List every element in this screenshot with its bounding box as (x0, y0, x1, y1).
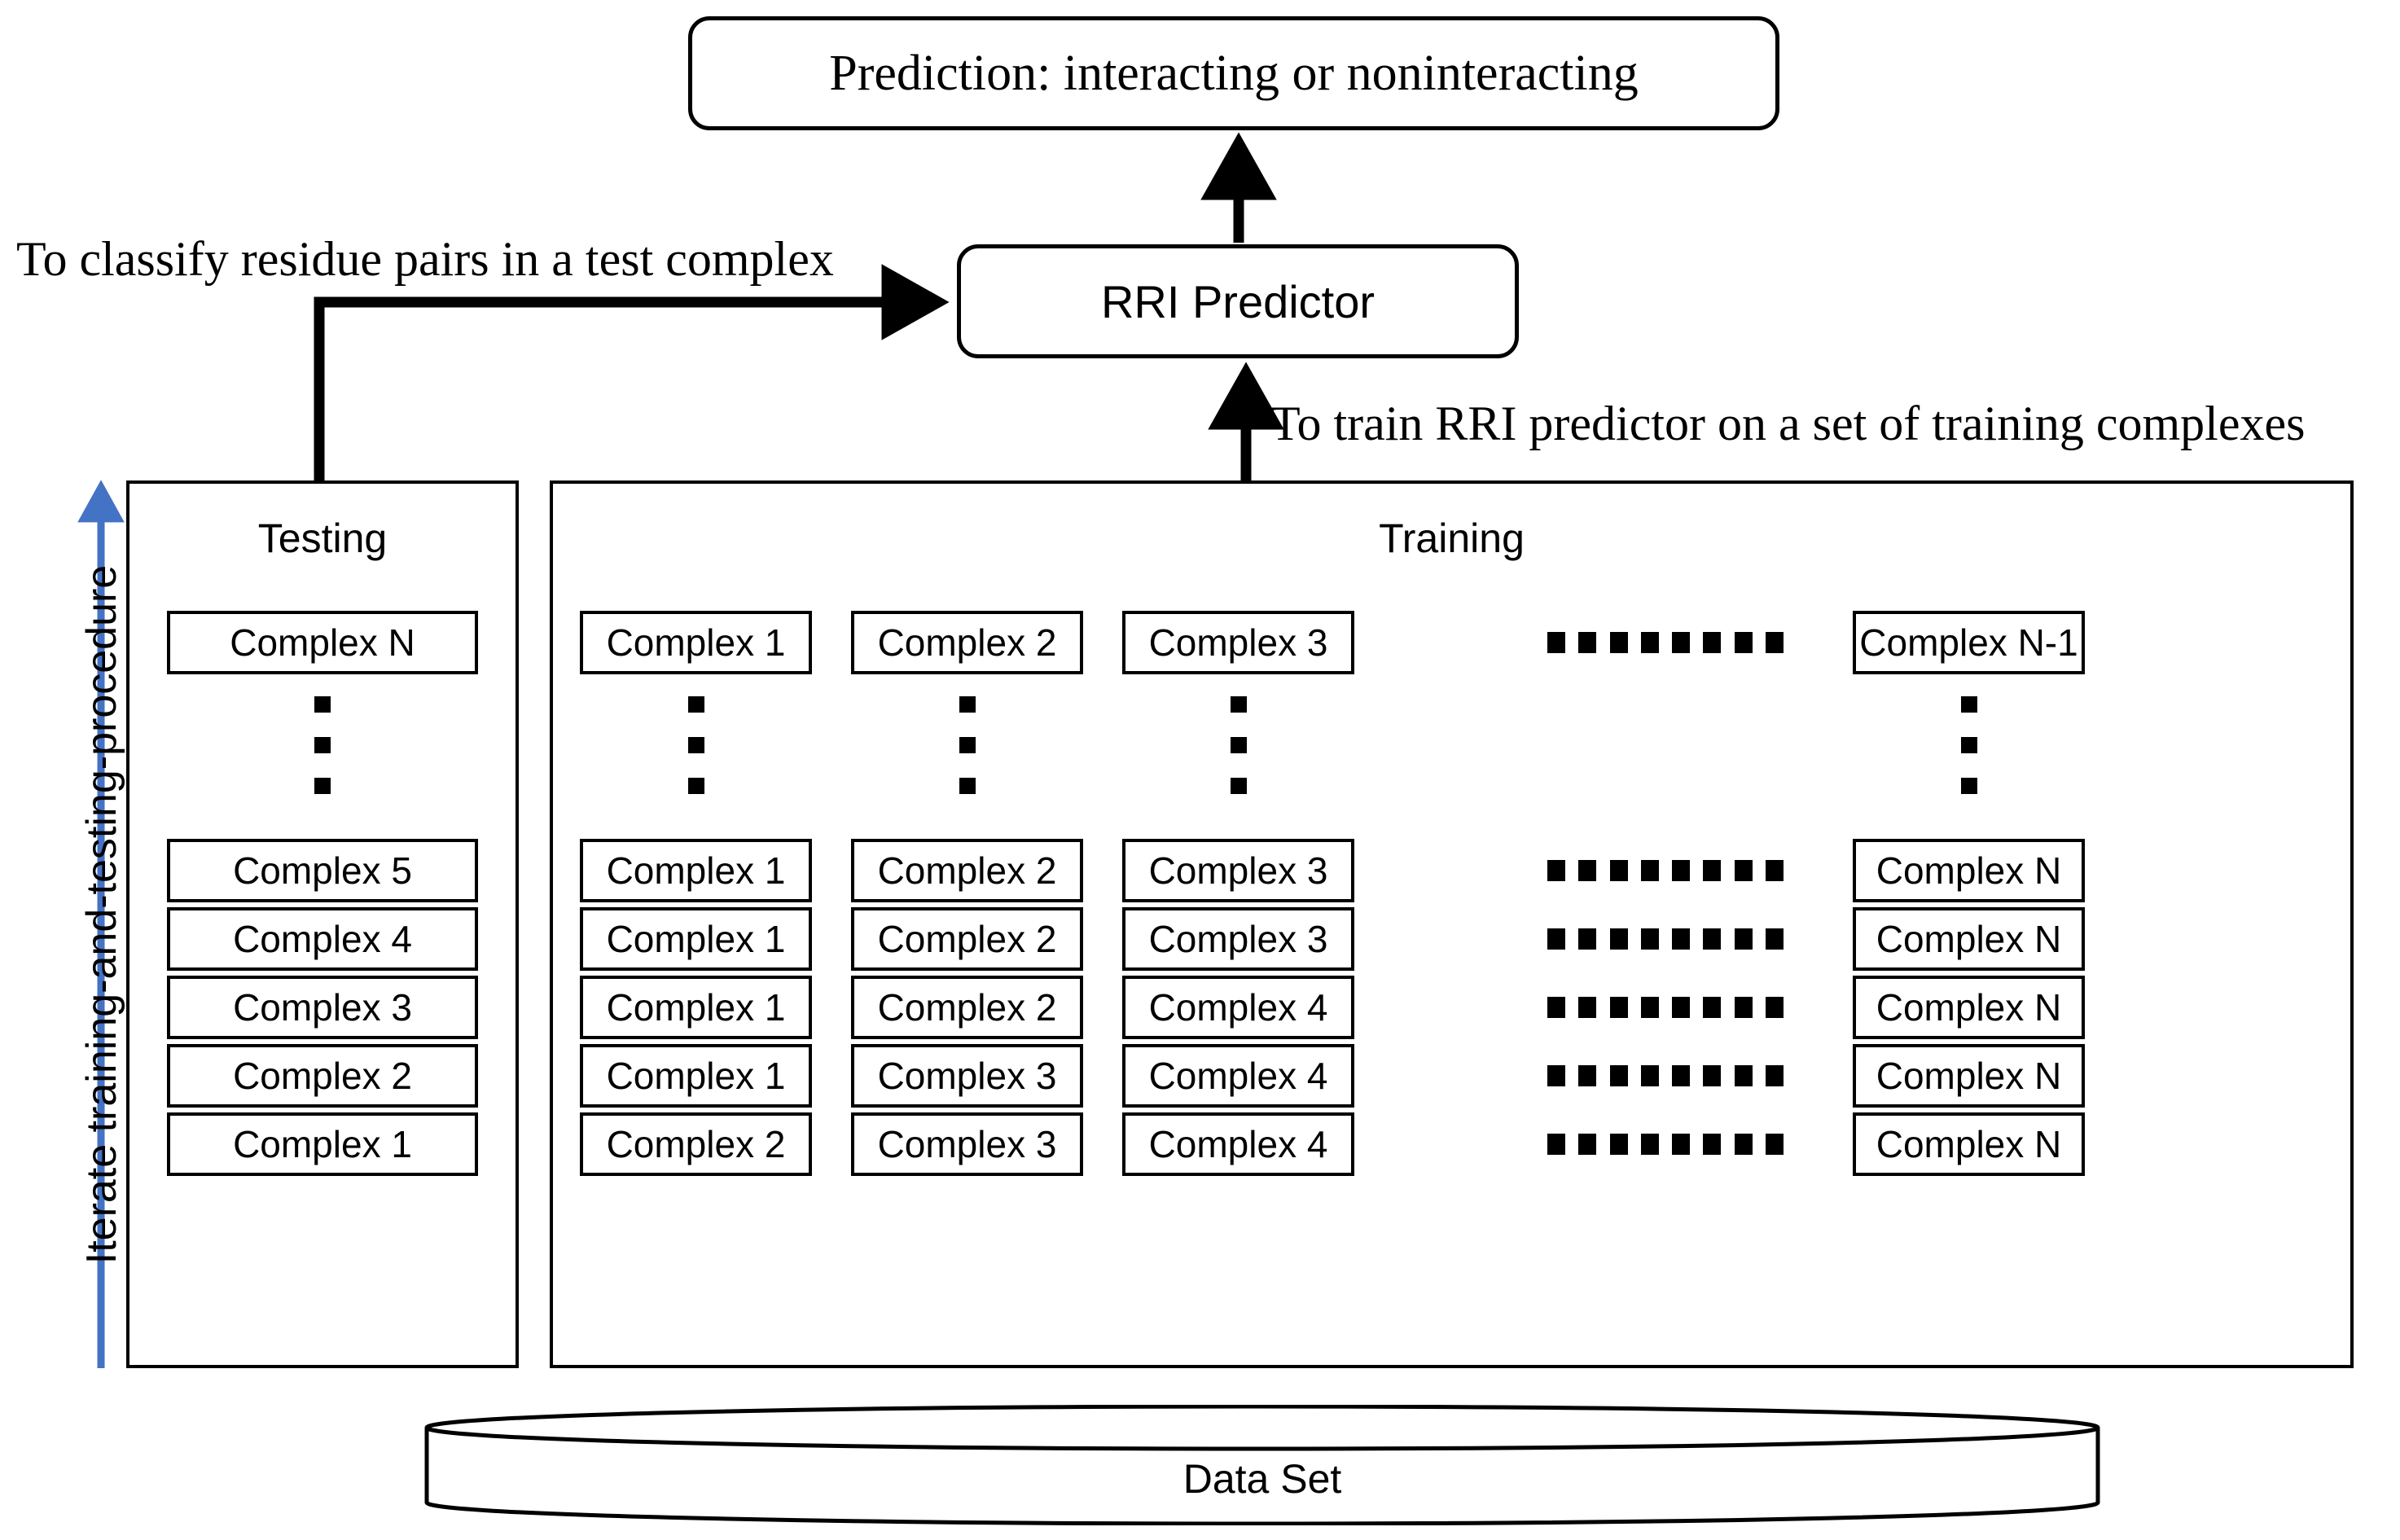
training-cell: Complex 2 (851, 839, 1083, 902)
training-cell: Complex 1 (580, 1044, 812, 1108)
horizontal-ellipsis-icon (1547, 1134, 1784, 1155)
vertical-ellipsis-icon (959, 696, 976, 794)
testing-cell: Complex 1 (167, 1112, 478, 1176)
training-cell: Complex N (1853, 976, 2085, 1039)
horizontal-ellipsis-icon (1547, 860, 1784, 881)
training-cell: Complex N (1853, 1112, 2085, 1176)
vertical-ellipsis-icon (1960, 696, 1977, 794)
training-cell: Complex 2 (580, 1112, 812, 1176)
dataset-cylinder-shape (424, 1405, 2100, 1525)
training-cell: Complex 4 (1122, 1112, 1354, 1176)
training-cell: Complex 2 (851, 907, 1083, 971)
training-cell: Complex N-1 (1853, 611, 2085, 674)
training-cell: Complex 1 (580, 976, 812, 1039)
training-cell: Complex 1 (580, 839, 812, 902)
horizontal-ellipsis-icon (1547, 1065, 1784, 1086)
training-cell: Complex 4 (1122, 976, 1354, 1039)
training-cell: Complex 4 (1122, 1044, 1354, 1108)
dataset-label: Data Set (1182, 1456, 1342, 1502)
training-cell: Complex 3 (1122, 907, 1354, 971)
training-cell: Complex 3 (1122, 611, 1354, 674)
training-cell: Complex 1 (580, 611, 812, 674)
testing-cell: Complex 5 (167, 839, 478, 902)
training-cell: Complex N (1853, 839, 2085, 902)
dataset-cylinder: Data Set (423, 1405, 2101, 1525)
testing-panel-title: Testing (257, 516, 388, 561)
testing-cell: Complex N (167, 611, 478, 674)
training-cell: Complex 3 (851, 1112, 1083, 1176)
vertical-ellipsis-icon (314, 696, 331, 794)
training-cell: Complex 2 (851, 611, 1083, 674)
testing-cell: Complex 2 (167, 1044, 478, 1108)
testing-cell: Complex 3 (167, 976, 478, 1039)
arrow-testing-to-rri (314, 264, 950, 482)
prediction-box: Prediction: interacting or noninteractin… (688, 16, 1779, 130)
training-panel-title: Training (1379, 516, 1525, 561)
rri-predictor-box: RRI Predictor (957, 244, 1519, 358)
prediction-box-label: Prediction: interacting or noninteractin… (829, 45, 1639, 101)
rri-predictor-label: RRI Predictor (1100, 275, 1376, 327)
training-cell: Complex 3 (851, 1044, 1083, 1108)
training-cell: Complex 2 (851, 976, 1083, 1039)
training-cell: Complex 3 (1122, 839, 1354, 902)
horizontal-ellipsis-icon (1547, 928, 1784, 950)
training-cell: Complex N (1853, 1044, 2085, 1108)
training-cell: Complex N (1853, 907, 2085, 971)
training-cell: Complex 1 (580, 907, 812, 971)
horizontal-ellipsis-icon (1547, 632, 1784, 653)
vertical-ellipsis-icon (1230, 696, 1247, 794)
iterate-annotation: Iterate training-and-testing-procedure (78, 564, 125, 1265)
vertical-ellipsis-icon (687, 696, 704, 794)
testing-cell: Complex 4 (167, 907, 478, 971)
horizontal-ellipsis-icon (1547, 997, 1784, 1018)
train-annotation: To train RRI predictor on a set of train… (1270, 397, 2306, 450)
classify-annotation: To classify residue pairs in a test comp… (16, 232, 834, 286)
